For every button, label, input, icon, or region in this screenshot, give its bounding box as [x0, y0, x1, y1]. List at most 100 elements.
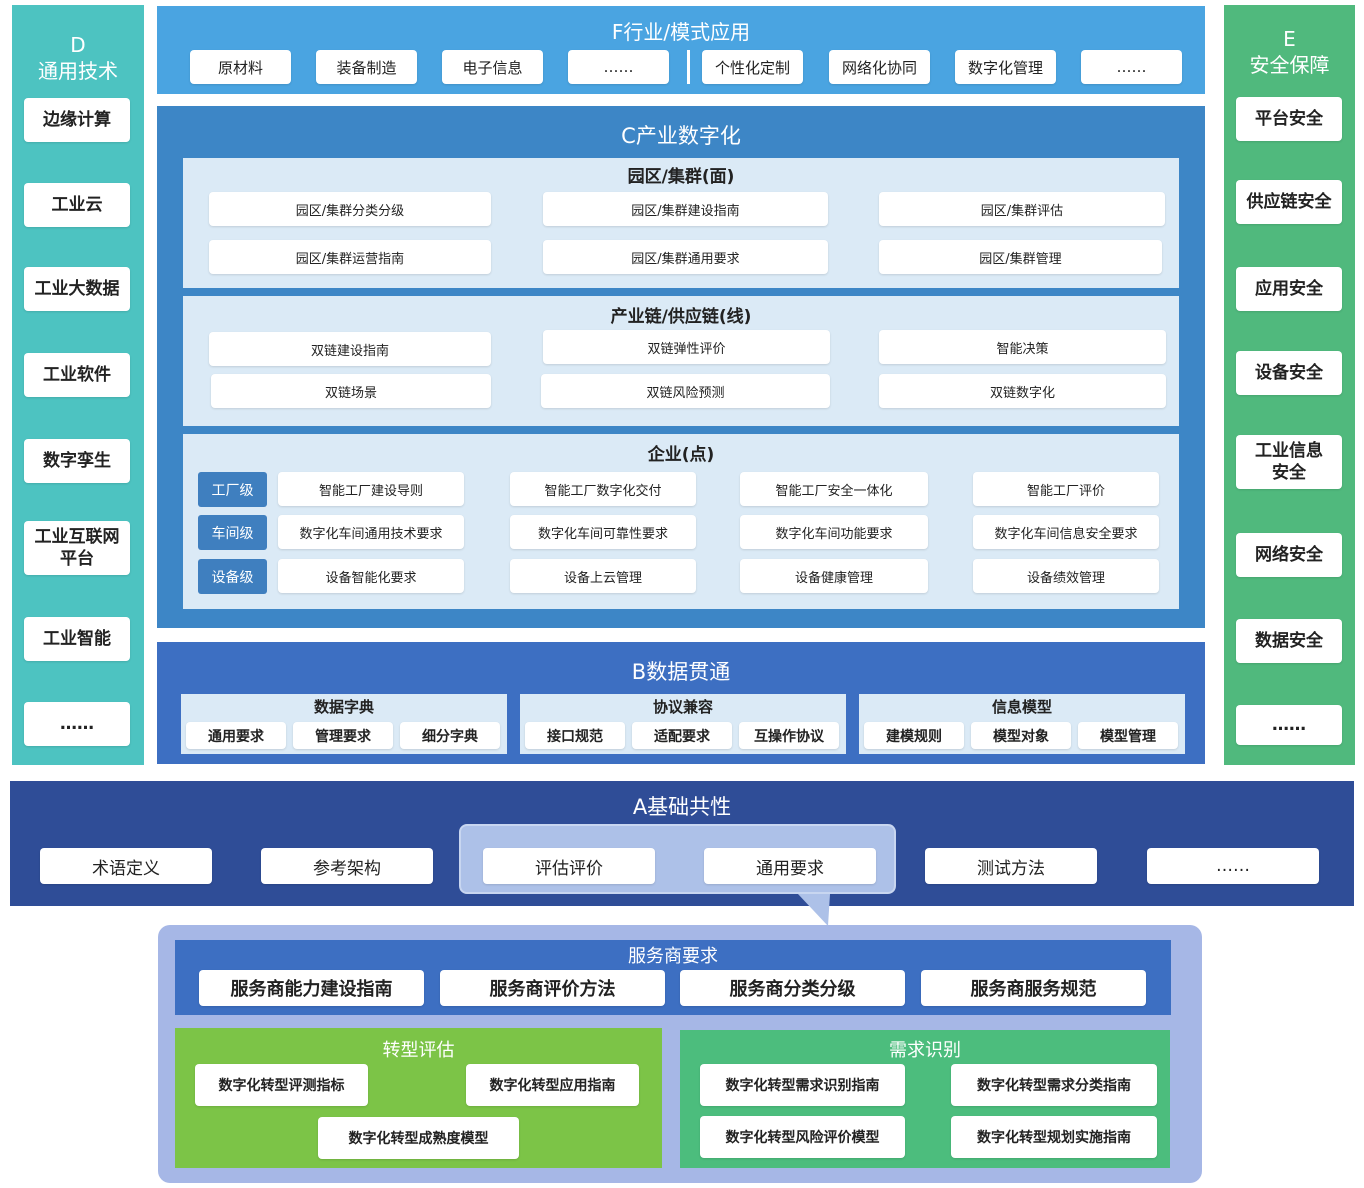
level-device: 设备级 — [198, 559, 267, 594]
a-item: 测试方法 — [925, 848, 1097, 884]
f-divider — [687, 50, 690, 84]
info-model-group: 信息模型 建模规则 模型对象 模型管理 — [859, 694, 1185, 754]
transform-item: 数字化转型应用指南 — [466, 1064, 639, 1106]
a-item: 通用要求 — [704, 848, 876, 884]
chain-item: 双链建设指南 — [209, 332, 491, 366]
park-cluster-title: 园区/集群(面) — [627, 167, 735, 187]
enterprise-item: 智能工厂建设导则 — [278, 472, 464, 506]
protocol-compat-group: 协议兼容 接口规范 适配要求 互操作协议 — [520, 694, 846, 754]
d-item: 工业云 — [24, 183, 130, 227]
d-item: 数字孪生 — [24, 439, 130, 483]
enterprise-title: 企业(点) — [647, 445, 715, 465]
section-a-title: A基础共性 — [632, 795, 732, 819]
e-item: 工业信息安全 — [1236, 435, 1342, 489]
transform-item: 数字化转型成熟度模型 — [318, 1117, 519, 1159]
park-cluster-panel: 园区/集群(面) 园区/集群分类分级 园区/集群建设指南 园区/集群评估 园区/… — [183, 158, 1179, 288]
data-dictionary-group: 数据字典 通用要求 管理要求 细分字典 — [181, 694, 507, 754]
industry-digitalization-section: C产业数字化 园区/集群(面) 园区/集群分类分级 园区/集群建设指南 园区/集… — [157, 106, 1205, 628]
chain-item: 智能决策 — [879, 330, 1166, 364]
park-item: 园区/集群分类分级 — [209, 192, 491, 226]
enterprise-item: 设备上云管理 — [510, 559, 696, 593]
column-e-title: 安全保障 — [1249, 53, 1330, 77]
service-item: 服务商评价方法 — [440, 970, 665, 1006]
d-item: 工业互联网平台 — [24, 521, 130, 575]
b-item: 建模规则 — [864, 722, 964, 749]
chain-item: 双链数字化 — [879, 374, 1166, 408]
f-item: …… — [1081, 50, 1182, 84]
level-workshop: 车间级 — [198, 515, 267, 550]
chain-item: 双链弹性评价 — [543, 330, 830, 364]
enterprise-item: 智能工厂数字化交付 — [510, 472, 696, 506]
f-item: 数字化管理 — [955, 50, 1056, 84]
b-item: 细分字典 — [400, 722, 500, 749]
e-item: …… — [1236, 705, 1342, 745]
park-item: 园区/集群管理 — [879, 240, 1162, 274]
f-item: 网络化协同 — [829, 50, 930, 84]
b-item: 接口规范 — [525, 722, 625, 749]
security-column: E 安全保障 平台安全 供应链安全 应用安全 设备安全 工业信息安全 网络安全 … — [1224, 5, 1355, 765]
b-item: 模型对象 — [971, 722, 1071, 749]
f-item: 电子信息 — [442, 50, 543, 84]
b-item: 适配要求 — [632, 722, 732, 749]
group-title: 协议兼容 — [652, 698, 713, 716]
supply-chain-panel: 产业链/供应链(线) 双链建设指南 双链弹性评价 智能决策 双链场景 双链风险预… — [183, 296, 1179, 426]
e-item: 网络安全 — [1236, 533, 1342, 577]
level-factory: 工厂级 — [198, 472, 267, 507]
a-item: 评估评价 — [483, 848, 655, 884]
e-item: 应用安全 — [1236, 267, 1342, 311]
service-item: 服务商能力建设指南 — [199, 970, 424, 1006]
enterprise-item: 数字化车间通用技术要求 — [278, 515, 464, 549]
industry-application-section: F行业/模式应用 原材料 装备制造 电子信息 …… 个性化定制 网络化协同 数字… — [157, 6, 1205, 94]
park-item: 园区/集群运营指南 — [209, 240, 491, 274]
section-b-title: B数据贯通 — [631, 660, 731, 684]
demand-item: 数字化转型风险评价模型 — [700, 1116, 905, 1158]
chain-item: 双链风险预测 — [541, 374, 830, 408]
enterprise-item: 数字化车间信息安全要求 — [973, 515, 1159, 549]
section-f-title: F行业/模式应用 — [611, 20, 751, 44]
section-c-title: C产业数字化 — [621, 124, 741, 148]
enterprise-panel: 企业(点) 工厂级 车间级 设备级 智能工厂建设导则 智能工厂数字化交付 智能工… — [183, 434, 1179, 609]
transform-assessment-panel: 转型评估 数字化转型评测指标 数字化转型应用指南 数字化转型成熟度模型 — [175, 1028, 662, 1168]
column-d-title: 通用技术 — [38, 59, 118, 83]
b-item: 管理要求 — [293, 722, 393, 749]
d-item: 边缘计算 — [24, 98, 130, 142]
supply-chain-title: 产业链/供应链(线) — [610, 307, 752, 327]
b-item: 互操作协议 — [739, 722, 839, 749]
f-item: 原材料 — [190, 50, 291, 84]
park-item: 园区/集群建设指南 — [543, 192, 828, 226]
enterprise-item: 智能工厂安全一体化 — [740, 472, 928, 506]
b-item: 模型管理 — [1078, 722, 1178, 749]
demand-item: 数字化转型需求分类指南 — [951, 1064, 1157, 1106]
a-item: 术语定义 — [40, 848, 212, 884]
f-item: …… — [568, 50, 669, 84]
service-item: 服务商服务规范 — [921, 970, 1146, 1006]
d-item: 工业软件 — [24, 353, 130, 397]
f-item: 个性化定制 — [702, 50, 803, 84]
f-item: 装备制造 — [316, 50, 417, 84]
demand-title: 需求识别 — [889, 1040, 961, 1061]
park-item: 园区/集群通用要求 — [543, 240, 828, 274]
e-item: 设备安全 — [1236, 351, 1342, 395]
demand-item: 数字化转型需求识别指南 — [700, 1064, 905, 1106]
general-tech-column: D 通用技术 边缘计算 工业云 工业大数据 工业软件 数字孪生 工业互联网平台 … — [12, 5, 144, 765]
b-item: 通用要求 — [186, 722, 286, 749]
column-e-letter: E — [1283, 27, 1296, 51]
enterprise-item: 设备智能化要求 — [278, 559, 464, 593]
enterprise-item: 设备健康管理 — [740, 559, 928, 593]
a-item: 参考架构 — [261, 848, 433, 884]
enterprise-item: 数字化车间可靠性要求 — [510, 515, 696, 549]
e-item: 供应链安全 — [1236, 180, 1342, 224]
service-title: 服务商要求 — [628, 946, 718, 967]
data-connection-section: B数据贯通 数据字典 通用要求 管理要求 细分字典 协议兼容 接口规范 适配要求… — [157, 642, 1205, 764]
d-item: …… — [24, 702, 130, 746]
d-item: 工业智能 — [24, 617, 130, 661]
e-item: 数据安全 — [1236, 619, 1342, 663]
callout-pointer — [798, 894, 830, 926]
service-item: 服务商分类分级 — [680, 970, 905, 1006]
park-item: 园区/集群评估 — [879, 192, 1165, 226]
column-d-letter: D — [70, 33, 86, 57]
demand-item: 数字化转型规划实施指南 — [951, 1116, 1157, 1158]
group-title: 数据字典 — [313, 698, 374, 716]
transform-item: 数字化转型评测指标 — [195, 1064, 368, 1106]
a-item: …… — [1147, 848, 1319, 884]
